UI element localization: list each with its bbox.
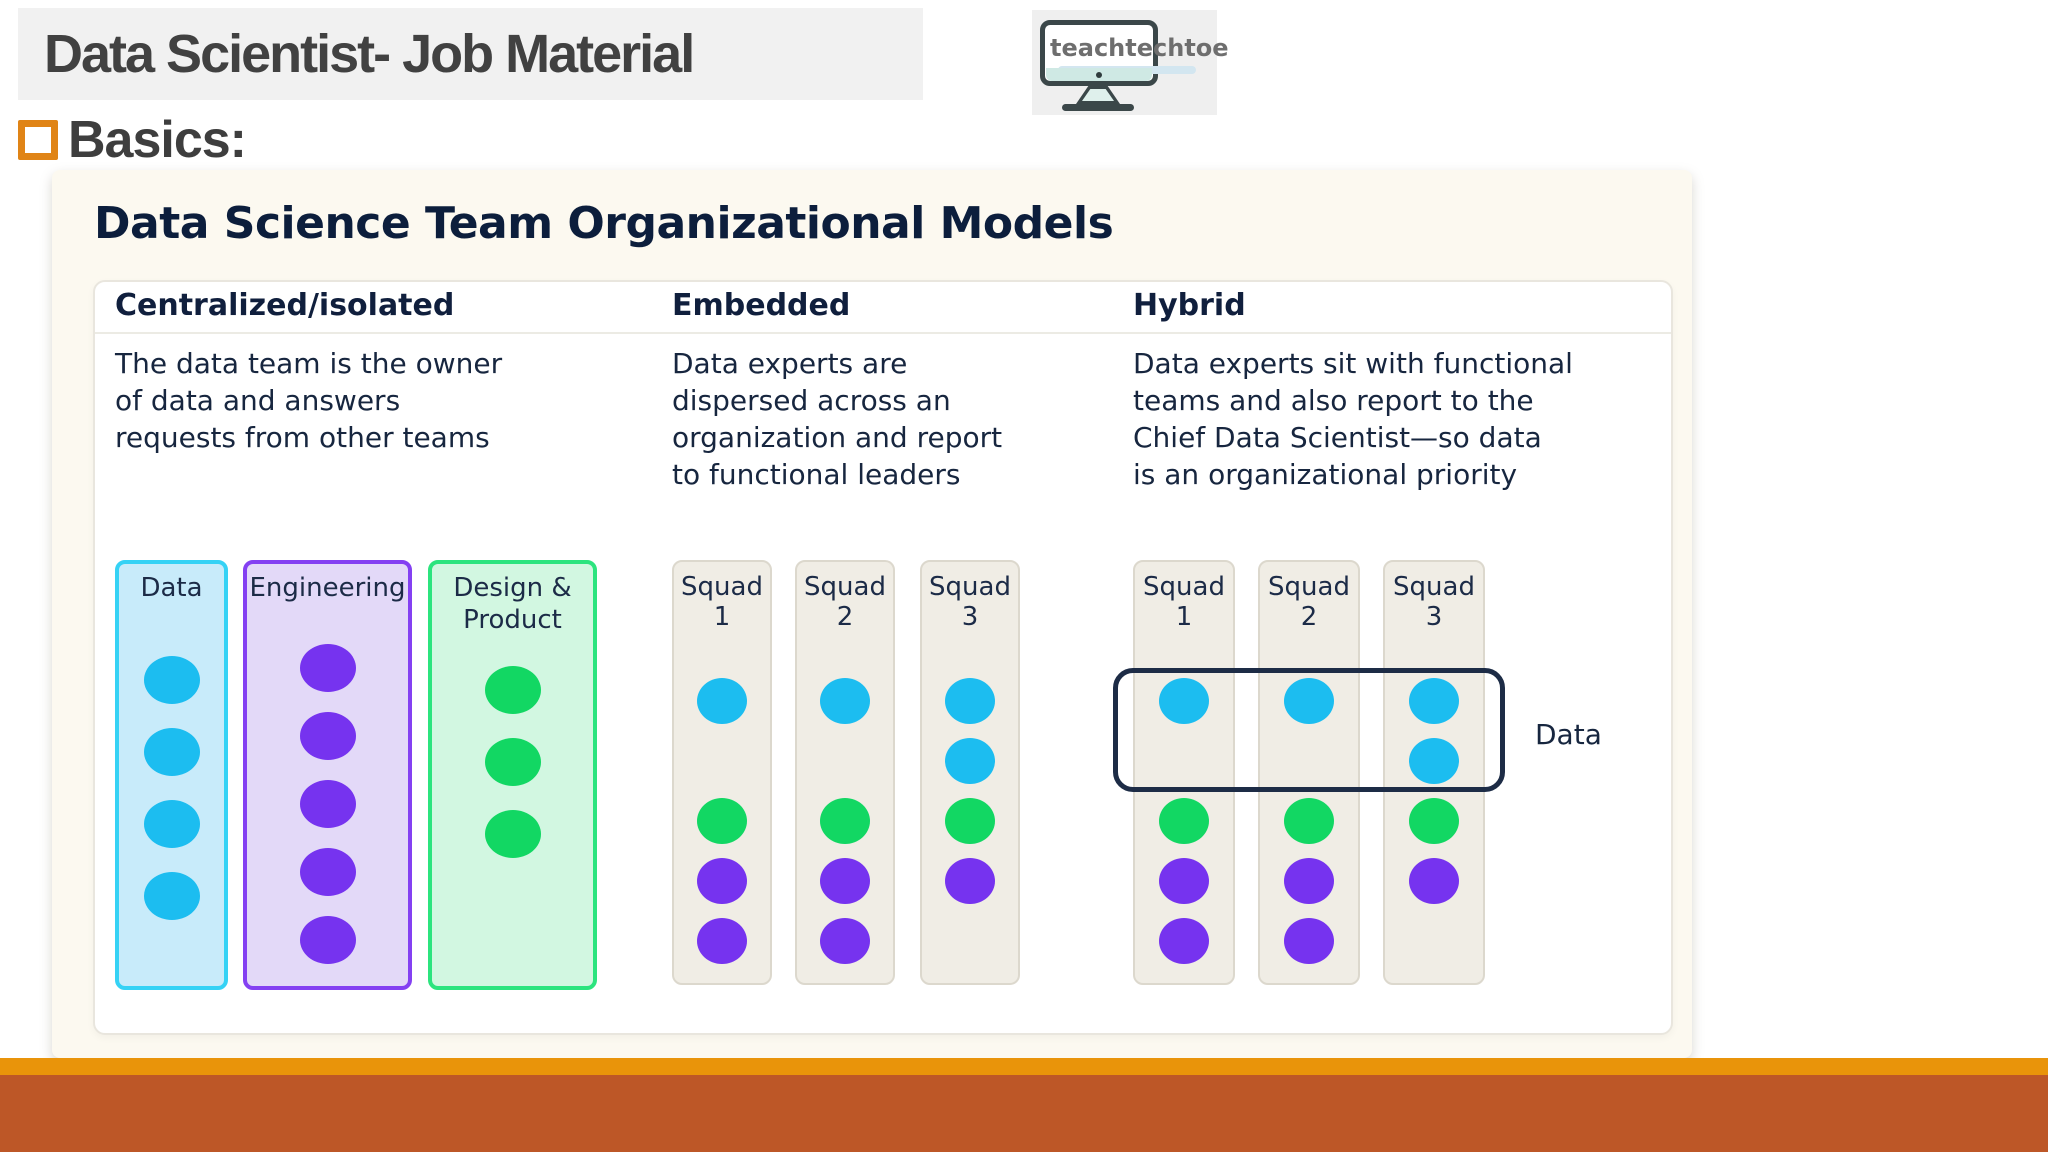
basics-label: Basics: xyxy=(68,111,247,169)
member-dot xyxy=(1409,678,1459,724)
footer-orange-strip xyxy=(0,1058,2048,1075)
member-dot xyxy=(1409,858,1459,904)
team-box-label: Design & Product xyxy=(453,573,572,635)
member-dot xyxy=(143,656,200,704)
member-dot xyxy=(484,738,541,786)
data-highlight-label: Data xyxy=(1535,718,1602,751)
monitor-stand-fill xyxy=(1082,89,1114,101)
member-dot xyxy=(820,858,870,904)
member-dot xyxy=(945,678,995,724)
basics-heading: Basics: xyxy=(18,110,247,170)
member-dot xyxy=(143,728,200,776)
card-header-divider xyxy=(95,332,1671,334)
team-box-label: Engineering xyxy=(249,573,406,603)
squad-box-label: Squad 1 xyxy=(681,572,763,632)
member-dot xyxy=(143,872,200,920)
squad-box-label: Squad 3 xyxy=(1393,572,1475,632)
member-dot xyxy=(820,678,870,724)
column-description-hybrid: Data experts sit with functional teams a… xyxy=(1133,347,1573,491)
member-dot xyxy=(1159,918,1209,964)
monitor-power-dot xyxy=(1096,72,1102,78)
member-dot xyxy=(697,798,747,844)
slide-title-banner: Data Scientist- Job Material xyxy=(18,8,923,100)
member-dot xyxy=(1284,918,1334,964)
column-header-hybrid: Hybrid xyxy=(1133,288,1246,323)
squad-box: Squad 3 xyxy=(920,560,1020,985)
squad-box-label: Squad 1 xyxy=(1143,572,1225,632)
column-header-centralized: Centralized/isolated xyxy=(115,288,455,323)
squad-box-label: Squad 2 xyxy=(804,572,886,632)
column-description-embedded: Data experts are dispersed across an org… xyxy=(672,347,1003,491)
member-dot xyxy=(143,800,200,848)
member-dot xyxy=(820,798,870,844)
member-dot xyxy=(1284,678,1334,724)
team-box-label: Data xyxy=(140,573,203,603)
footer-bar xyxy=(0,1075,2048,1152)
member-dot xyxy=(299,712,356,760)
logo-text: teachtechtoe xyxy=(1050,34,1229,62)
member-dot xyxy=(299,916,356,964)
member-dot xyxy=(945,798,995,844)
monitor-base xyxy=(1062,104,1134,111)
member-dot xyxy=(484,666,541,714)
slide-title: Data Scientist- Job Material xyxy=(44,24,695,84)
squad-box: Squad 2 xyxy=(795,560,895,985)
data-highlight-outline xyxy=(1113,668,1505,792)
member-dot xyxy=(945,738,995,784)
member-dot xyxy=(1159,858,1209,904)
squad-box: Squad 2 xyxy=(1258,560,1360,985)
diagram-title: Data Science Team Organizational Models xyxy=(94,198,1114,249)
member-dot xyxy=(299,848,356,896)
column-header-embedded: Embedded xyxy=(672,288,851,323)
member-dot xyxy=(697,918,747,964)
member-dot xyxy=(299,644,356,692)
member-dot xyxy=(820,918,870,964)
member-dot xyxy=(697,858,747,904)
squad-box: Squad 1 xyxy=(1133,560,1235,985)
member-dot xyxy=(1409,798,1459,844)
member-dot xyxy=(1409,738,1459,784)
squad-box-label: Squad 2 xyxy=(1268,572,1350,632)
member-dot xyxy=(299,780,356,828)
member-dot xyxy=(1159,678,1209,724)
member-dot xyxy=(697,678,747,724)
squad-box-label: Squad 3 xyxy=(929,572,1011,632)
column-description-centralized: The data team is the owner of data and a… xyxy=(115,347,503,454)
squad-box: Squad 1 xyxy=(672,560,772,985)
member-dot xyxy=(484,810,541,858)
square-bullet-icon xyxy=(18,120,58,160)
member-dot xyxy=(1159,798,1209,844)
member-dot xyxy=(945,858,995,904)
member-dot xyxy=(1284,858,1334,904)
member-dot xyxy=(1284,798,1334,844)
